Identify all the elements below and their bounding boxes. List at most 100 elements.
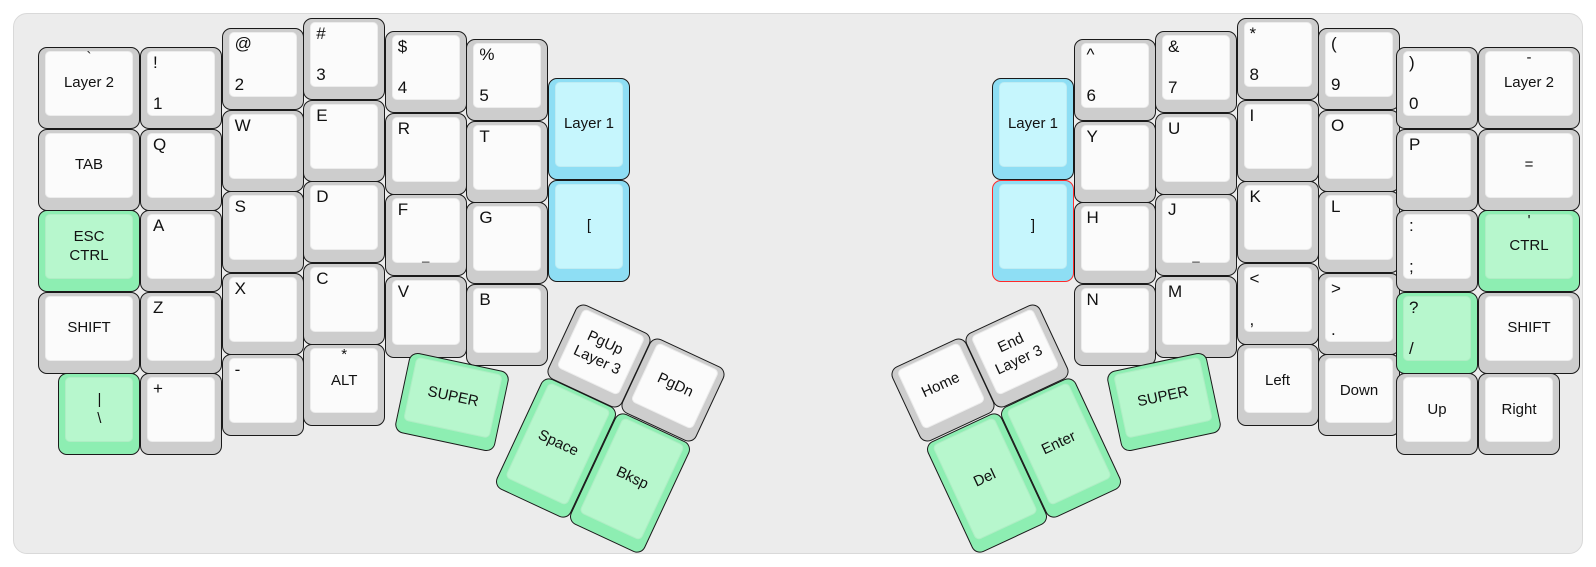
key-label: - [234,360,241,380]
key-pipe-backslash[interactable]: |\ [58,373,141,456]
key-shift-left[interactable]: SHIFT [38,291,140,374]
key-rparen-0[interactable]: )0 [1396,47,1478,129]
key-grave-layer2[interactable]: `Layer 2 [38,47,140,129]
key-a[interactable]: A [140,210,222,293]
keycap-top: SHIFT [1485,295,1573,361]
key-label: $ [397,37,408,56]
key-i[interactable]: I [1236,99,1319,182]
key-label: K [1249,187,1261,207]
key-k[interactable]: K [1236,181,1319,264]
key-label: Q [153,134,167,154]
key-j[interactable]: J_ [1155,194,1237,277]
key-plus[interactable]: + [140,373,222,456]
key-colon-semicolon[interactable]: :; [1396,210,1478,293]
key-g[interactable]: G [466,202,549,285]
keycap-top: |\ [65,377,134,443]
key-label: D [316,187,329,207]
keycap-top: (9 [1325,32,1393,97]
key-label: ? [1409,297,1419,317]
key-h[interactable]: H [1073,202,1156,285]
key-b[interactable]: B [466,283,549,366]
key-layer1-right[interactable]: Layer 1 [992,78,1074,181]
key-label: % [479,45,495,64]
key-asterisk-8[interactable]: *8 [1236,18,1319,100]
key-l[interactable]: L [1318,191,1400,274]
key-q[interactable]: Q [140,128,222,211]
keycap-top: Layer 1 [555,82,623,168]
key-down[interactable]: Down [1318,354,1400,437]
keycap-top: J_ [1162,198,1230,264]
key-label: |\ [97,391,102,427]
key-asterisk-alt[interactable]: *ALT [303,344,386,427]
key-y[interactable]: Y [1073,120,1156,203]
keycap-top: Y [1080,124,1149,190]
key-dollar-4[interactable]: $4 [384,31,467,113]
keycap-top: Up [1403,377,1471,443]
keycap-top: D [310,185,379,251]
keycap-top: Z [147,295,215,361]
key-caret-6[interactable]: ^6 [1073,39,1156,121]
key-right[interactable]: Right [1478,373,1560,456]
key-z[interactable]: Z [140,291,222,374]
key-d[interactable]: D [303,181,386,264]
key-equals[interactable]: = [1478,128,1580,211]
key-v[interactable]: V [384,275,467,358]
key-at-2[interactable]: @2 [221,28,304,110]
key-super-left[interactable]: SUPER [393,351,511,453]
key-label: ^ [1086,45,1095,64]
keycap-top: Right [1485,377,1553,443]
keycap-top: $4 [391,35,460,100]
key-label: R [397,118,411,138]
key-super-right[interactable]: SUPER [1105,351,1223,453]
key-x[interactable]: X [221,272,304,355]
key-label: O [1331,115,1345,135]
key-label: Layer 1 [563,115,615,133]
keycap-top: TAB [45,132,133,198]
key-percent-5[interactable]: %5 [466,39,549,121]
keycap-top: [ [555,184,623,270]
keycap-top: Down [1325,358,1393,424]
key-label: ` [86,49,92,66]
key-label: * [341,346,348,364]
key-p[interactable]: P [1396,128,1478,211]
key-quote-ctrl[interactable]: 'CTRL [1478,210,1580,293]
key-r[interactable]: R [384,112,467,195]
key-m[interactable]: M [1155,275,1237,358]
key-minus-layer2[interactable]: -Layer 2 [1478,47,1580,129]
key-gt-period[interactable]: >. [1318,272,1400,355]
key-lparen-9[interactable]: (9 [1318,28,1400,110]
key-label: Y [1086,126,1098,146]
key-label: 5 [479,85,489,105]
key-w[interactable]: W [221,109,304,192]
key-o[interactable]: O [1318,109,1400,192]
key-lbracket[interactable]: [ [548,180,630,283]
keycap-top: T [473,124,542,190]
keycap-top: !1 [147,51,215,116]
key-amp-7[interactable]: &7 [1155,31,1237,113]
key-minus[interactable]: - [221,354,304,437]
key-label: L [1331,197,1341,217]
key-n[interactable]: N [1073,283,1156,366]
key-lt-comma[interactable]: <, [1236,262,1319,345]
key-layer1-left[interactable]: Layer 1 [548,78,630,181]
key-u[interactable]: U [1155,112,1237,195]
key-label: ) [1409,53,1415,72]
keycap-top: *ALT [310,346,379,414]
key-left[interactable]: Left [1236,344,1319,427]
key-exclam-1[interactable]: !1 [140,47,222,129]
key-s[interactable]: S [221,191,304,274]
keycap-top: V [391,279,460,345]
key-f[interactable]: F_ [384,194,467,277]
key-hash-3[interactable]: #3 [303,18,386,100]
key-label: + [153,379,163,399]
key-tab[interactable]: TAB [38,128,140,211]
key-t[interactable]: T [466,120,549,203]
key-question-slash[interactable]: ?/ [1396,291,1478,374]
key-e[interactable]: E [303,99,386,182]
key-rbracket[interactable]: ] [992,180,1074,283]
key-up[interactable]: Up [1396,373,1478,456]
key-c[interactable]: C [303,262,386,345]
key-shift-right[interactable]: SHIFT [1478,291,1580,374]
